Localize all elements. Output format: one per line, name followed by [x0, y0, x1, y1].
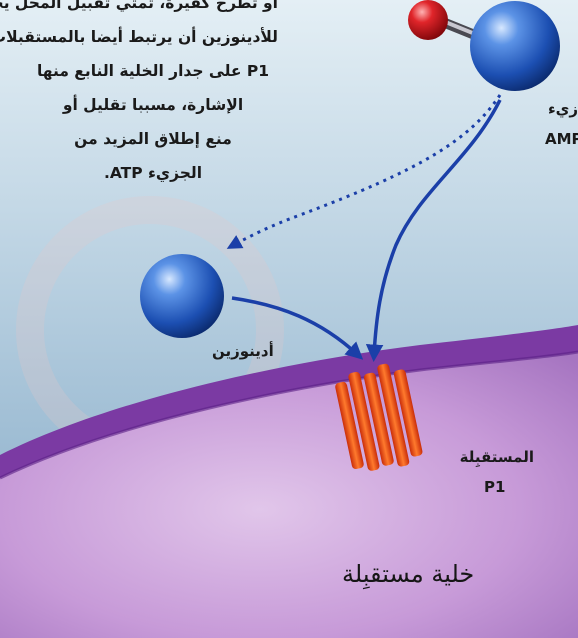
amp-label-line1: زيء	[548, 100, 578, 118]
description-line-2: للأدينوزين أن يرتبط أيضا بالمستقبلات	[28, 20, 278, 54]
description-line-5: منع إطلاق المزيد من	[28, 122, 278, 156]
description-paragraph: أو تطرح كفيرة، تمثي تقبيل المحل يحسن للأ…	[28, 0, 278, 190]
receptor-label-line1: المستقبِلة	[438, 448, 534, 466]
description-line-3: P1 على جدار الخلية النابع منها	[28, 54, 278, 88]
receiving-cell-label: خلية مستقبِلة	[342, 560, 474, 588]
description-line-4: الإشارة، مسببا تقليل أو	[28, 88, 278, 122]
adenosine-sphere-icon	[140, 254, 224, 338]
amp-label-line2: AMP	[545, 130, 578, 148]
adenosine-label: أدينوزين	[212, 342, 274, 360]
receptor-label-line2: P1	[484, 478, 505, 496]
description-line-1: أو تطرح كفيرة، تمثي تقبيل المحل يحسن	[28, 0, 278, 20]
description-line-6: الجزيء ATP.	[28, 156, 278, 190]
